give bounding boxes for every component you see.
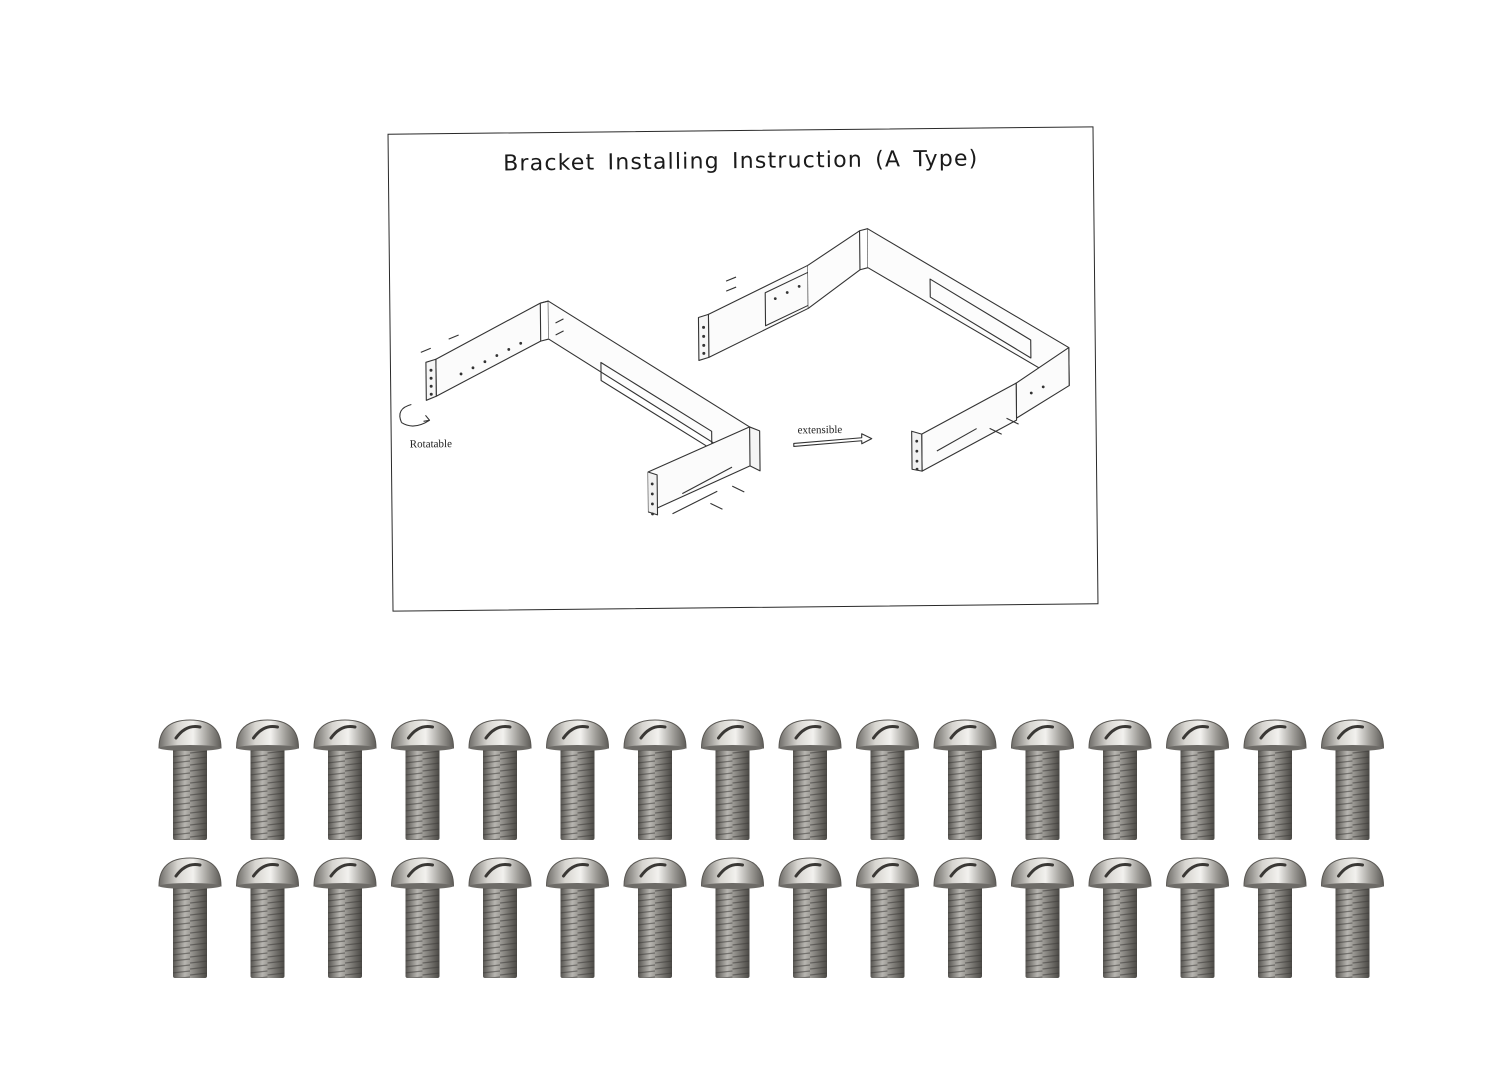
screw xyxy=(623,719,687,840)
screw xyxy=(1088,857,1152,978)
screw xyxy=(390,719,455,840)
screw xyxy=(390,857,455,978)
label-extensible: extensible xyxy=(798,424,843,436)
screw xyxy=(158,857,222,978)
screw xyxy=(700,719,765,840)
screw xyxy=(933,719,997,840)
screw xyxy=(1010,719,1075,840)
screw xyxy=(778,719,842,840)
screw xyxy=(1320,857,1385,978)
bracket-diagram: Rotatable extensible xyxy=(399,228,1070,516)
screw xyxy=(1165,857,1230,978)
screw xyxy=(235,719,300,840)
screw xyxy=(313,857,377,978)
label-rotatable: Rotatable xyxy=(410,438,452,450)
screw xyxy=(468,719,532,840)
instruction-sheet: Bracket Installing Instruction (A Type) xyxy=(387,126,1099,612)
screw xyxy=(468,857,532,978)
screw xyxy=(1243,719,1307,840)
screw xyxy=(545,719,610,840)
screw xyxy=(1243,857,1307,978)
screw xyxy=(313,719,377,840)
screw xyxy=(158,719,222,840)
screw xyxy=(700,857,765,978)
screw xyxy=(1165,719,1230,840)
bracket-left-drawing xyxy=(399,300,761,516)
screw xyxy=(1320,719,1385,840)
screw xyxy=(1010,857,1075,978)
screw xyxy=(778,857,842,978)
bracket-right-drawing xyxy=(697,228,1070,472)
screw xyxy=(545,857,610,978)
screw xyxy=(235,857,300,978)
screw xyxy=(1088,719,1152,840)
screw xyxy=(623,857,687,978)
screw xyxy=(855,857,920,978)
extensible-arrow xyxy=(793,433,873,448)
screw xyxy=(933,857,997,978)
screw xyxy=(855,719,920,840)
